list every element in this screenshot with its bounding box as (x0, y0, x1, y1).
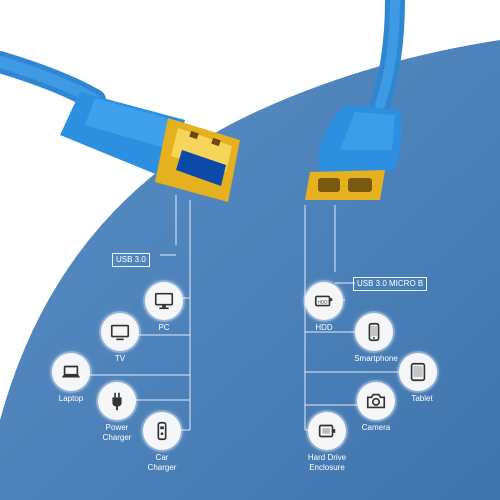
tablet-label: Tablet (411, 394, 433, 403)
tablet-icon (410, 362, 426, 382)
camera-icon (366, 393, 386, 409)
enclosure-icon (318, 424, 336, 438)
tv-device (101, 313, 139, 351)
power-charger-device (98, 382, 136, 420)
hdd-device: HDD (305, 282, 343, 320)
hdd-icon: HDD (314, 295, 333, 307)
svg-text:HDD: HDD (318, 299, 329, 304)
monitor-icon (154, 292, 174, 310)
laptop-icon (61, 365, 81, 378)
hdd-label: HDD (315, 323, 333, 332)
laptop-device (52, 353, 90, 391)
car-charger-device (143, 412, 181, 450)
hard-drive-enclosure-device (308, 412, 346, 450)
usb-3-label: USB 3.0 (112, 253, 150, 267)
camera-label: Camera (361, 423, 391, 432)
smartphone-label: Smartphone (354, 354, 398, 363)
plug-icon (112, 392, 122, 411)
smartphone-device (355, 313, 393, 351)
camera-device (357, 382, 395, 420)
pc-device (145, 282, 183, 320)
tablet-device (399, 353, 437, 391)
laptop-label: Laptop (58, 394, 84, 403)
tv-label: TV (114, 354, 126, 363)
tv-icon (110, 324, 130, 341)
usb-a-cable (0, 51, 240, 202)
usb-micro-b-cable (305, 0, 405, 200)
smartphone-icon (368, 322, 380, 342)
usb-micro-b-label: USB 3.0 MICRO B (353, 277, 428, 291)
car-charger-icon (157, 421, 167, 441)
pc-label: PC (158, 323, 170, 332)
